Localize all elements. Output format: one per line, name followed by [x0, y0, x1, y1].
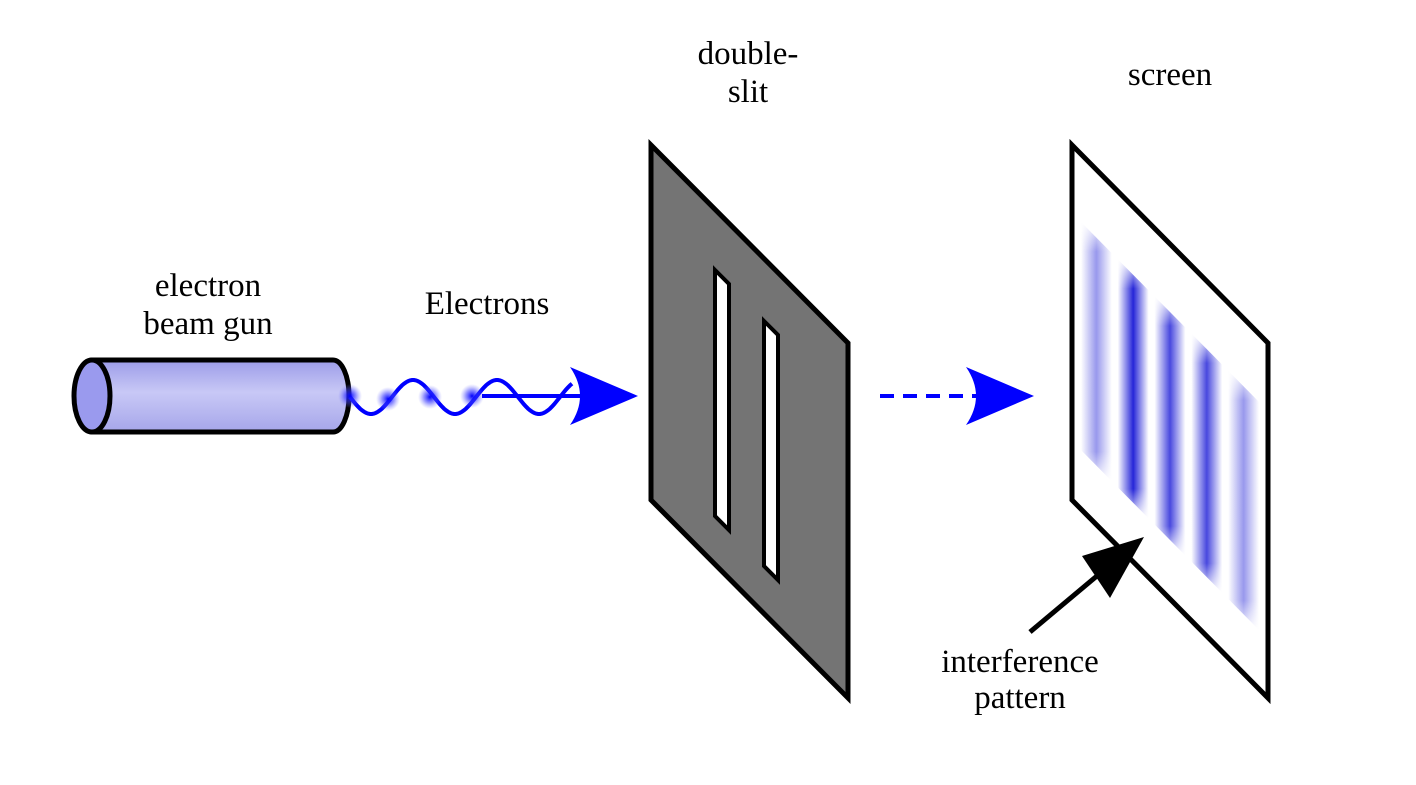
slit-label-line1: double-	[698, 36, 799, 72]
fringe-fade	[1117, 257, 1149, 521]
electron-blob	[338, 384, 362, 408]
screen-outline	[1069, 138, 1271, 705]
interference-pattern	[1080, 220, 1260, 632]
double-slit-plate	[648, 138, 851, 705]
fringe-fade	[1080, 220, 1112, 484]
fringe-fade	[1228, 368, 1260, 632]
beam-arrowhead	[570, 367, 638, 425]
diffracted-beam-arrow	[880, 367, 1034, 425]
electron-blob	[376, 387, 400, 411]
slit-plate	[648, 138, 851, 705]
electron-wave	[338, 367, 638, 425]
electron-blob	[418, 385, 442, 409]
slit-upper	[713, 265, 731, 535]
dashed-beam-arrowhead	[966, 367, 1034, 425]
pointer-arrowhead	[1082, 537, 1144, 598]
gun-body	[90, 357, 352, 435]
slit-label-line2: slit	[728, 74, 768, 110]
gun-label-line2: beam gun	[143, 306, 272, 342]
gun-label-line1: electron	[155, 268, 261, 304]
pattern-label-line1: interference	[941, 644, 1099, 680]
slit-lower	[762, 316, 780, 585]
pattern-label-line2: pattern	[974, 680, 1066, 716]
fringe-fade	[1191, 331, 1223, 595]
electron-beam-gun	[71, 357, 352, 435]
gun-cap	[71, 357, 113, 435]
screen	[1069, 138, 1271, 705]
electron-blob	[460, 384, 484, 408]
screen-label: screen	[1128, 57, 1212, 93]
pattern-pointer-arrow	[1028, 537, 1144, 634]
electrons-label: Electrons	[425, 286, 550, 322]
fringe-fade	[1154, 294, 1186, 558]
